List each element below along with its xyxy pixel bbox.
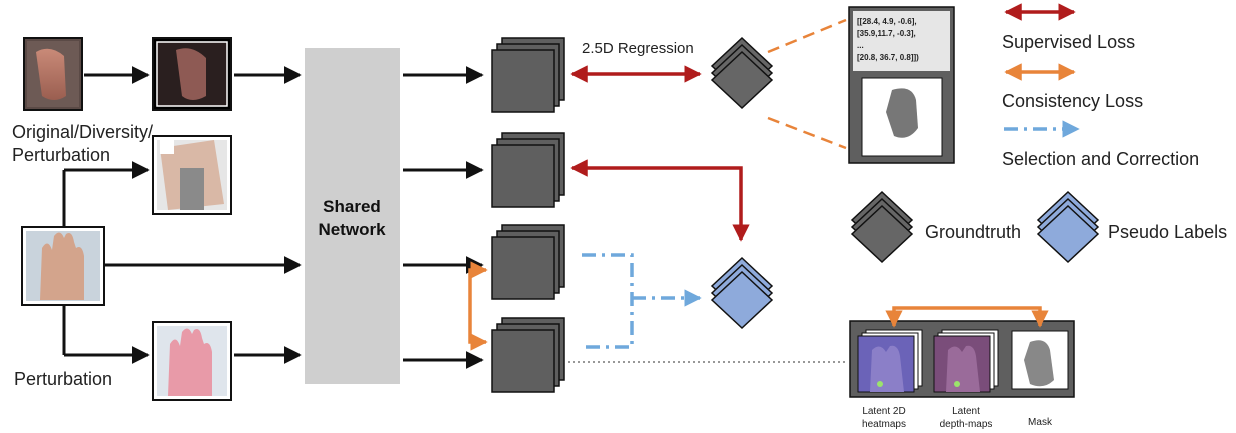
shared-network-label-line2: Network	[318, 220, 386, 239]
supervised-loss-arrow-middle	[570, 159, 750, 242]
input-image-perturbed	[152, 321, 232, 401]
label-latent-heatmaps-line1: Latent 2D	[862, 406, 905, 417]
shared-network-label-line1: Shared	[323, 197, 381, 216]
legend-pseudo-label: Pseudo Labels	[1108, 222, 1227, 242]
latent-depthmap-stack	[933, 329, 999, 393]
feature-stack-4	[491, 317, 565, 393]
legend-selection-label: Selection and Correction	[1002, 149, 1199, 169]
input-image-original-processed	[152, 37, 232, 111]
legend-supervised-label: Supervised Loss	[1002, 32, 1135, 52]
label-original-diversity-perturbation-line2: Perturbation	[12, 145, 110, 165]
label-regression: 2.5D Regression	[582, 40, 694, 57]
feature-stack-2	[491, 132, 565, 208]
result-leader-lines	[767, 18, 847, 150]
label-latent-heatmaps-line2: heatmaps	[862, 419, 906, 430]
consistency-loss-arrow-stacks	[468, 261, 488, 351]
output-arrows	[403, 66, 484, 369]
label-mask: Mask	[1028, 417, 1053, 428]
legend-pseudo-icon	[1036, 190, 1100, 264]
label-perturbation: Perturbation	[14, 369, 112, 389]
label-original-diversity-perturbation-line1: Original/Diversity/	[12, 122, 153, 142]
latent-mask	[1011, 330, 1069, 390]
feature-stack-3	[491, 224, 565, 300]
feature-stack-1	[491, 37, 565, 113]
input-image-original	[23, 37, 83, 111]
matrix-line-4: [20.8, 36.7, 0.8]])	[857, 53, 919, 62]
input-arrows	[62, 66, 302, 364]
legend-groundtruth-icon	[850, 190, 914, 264]
matrix-line-2: [35.9,11.7, -0.3],	[857, 29, 916, 38]
groundtruth-result-box	[848, 6, 955, 164]
latent-heatmap-stack	[857, 329, 923, 393]
pseudo-label-stack	[710, 256, 774, 330]
selection-correction-arrows	[582, 253, 702, 349]
input-image-hand	[21, 226, 105, 306]
label-latent-depthmaps-line2: depth-maps	[940, 419, 993, 430]
latent-consistency-arrow	[885, 306, 1049, 328]
groundtruth-stack-top	[710, 36, 774, 110]
legend-groundtruth-label: Groundtruth	[925, 222, 1021, 242]
matrix-line-1: [[28.4, 4.9, -0.6],	[857, 17, 917, 26]
shared-network-block	[305, 48, 400, 384]
input-image-occluded	[152, 135, 232, 215]
label-latent-depthmaps-line1: Latent	[952, 406, 980, 417]
matrix-line-3: ...	[857, 41, 864, 50]
legend-consistency-label: Consistency Loss	[1002, 91, 1143, 111]
